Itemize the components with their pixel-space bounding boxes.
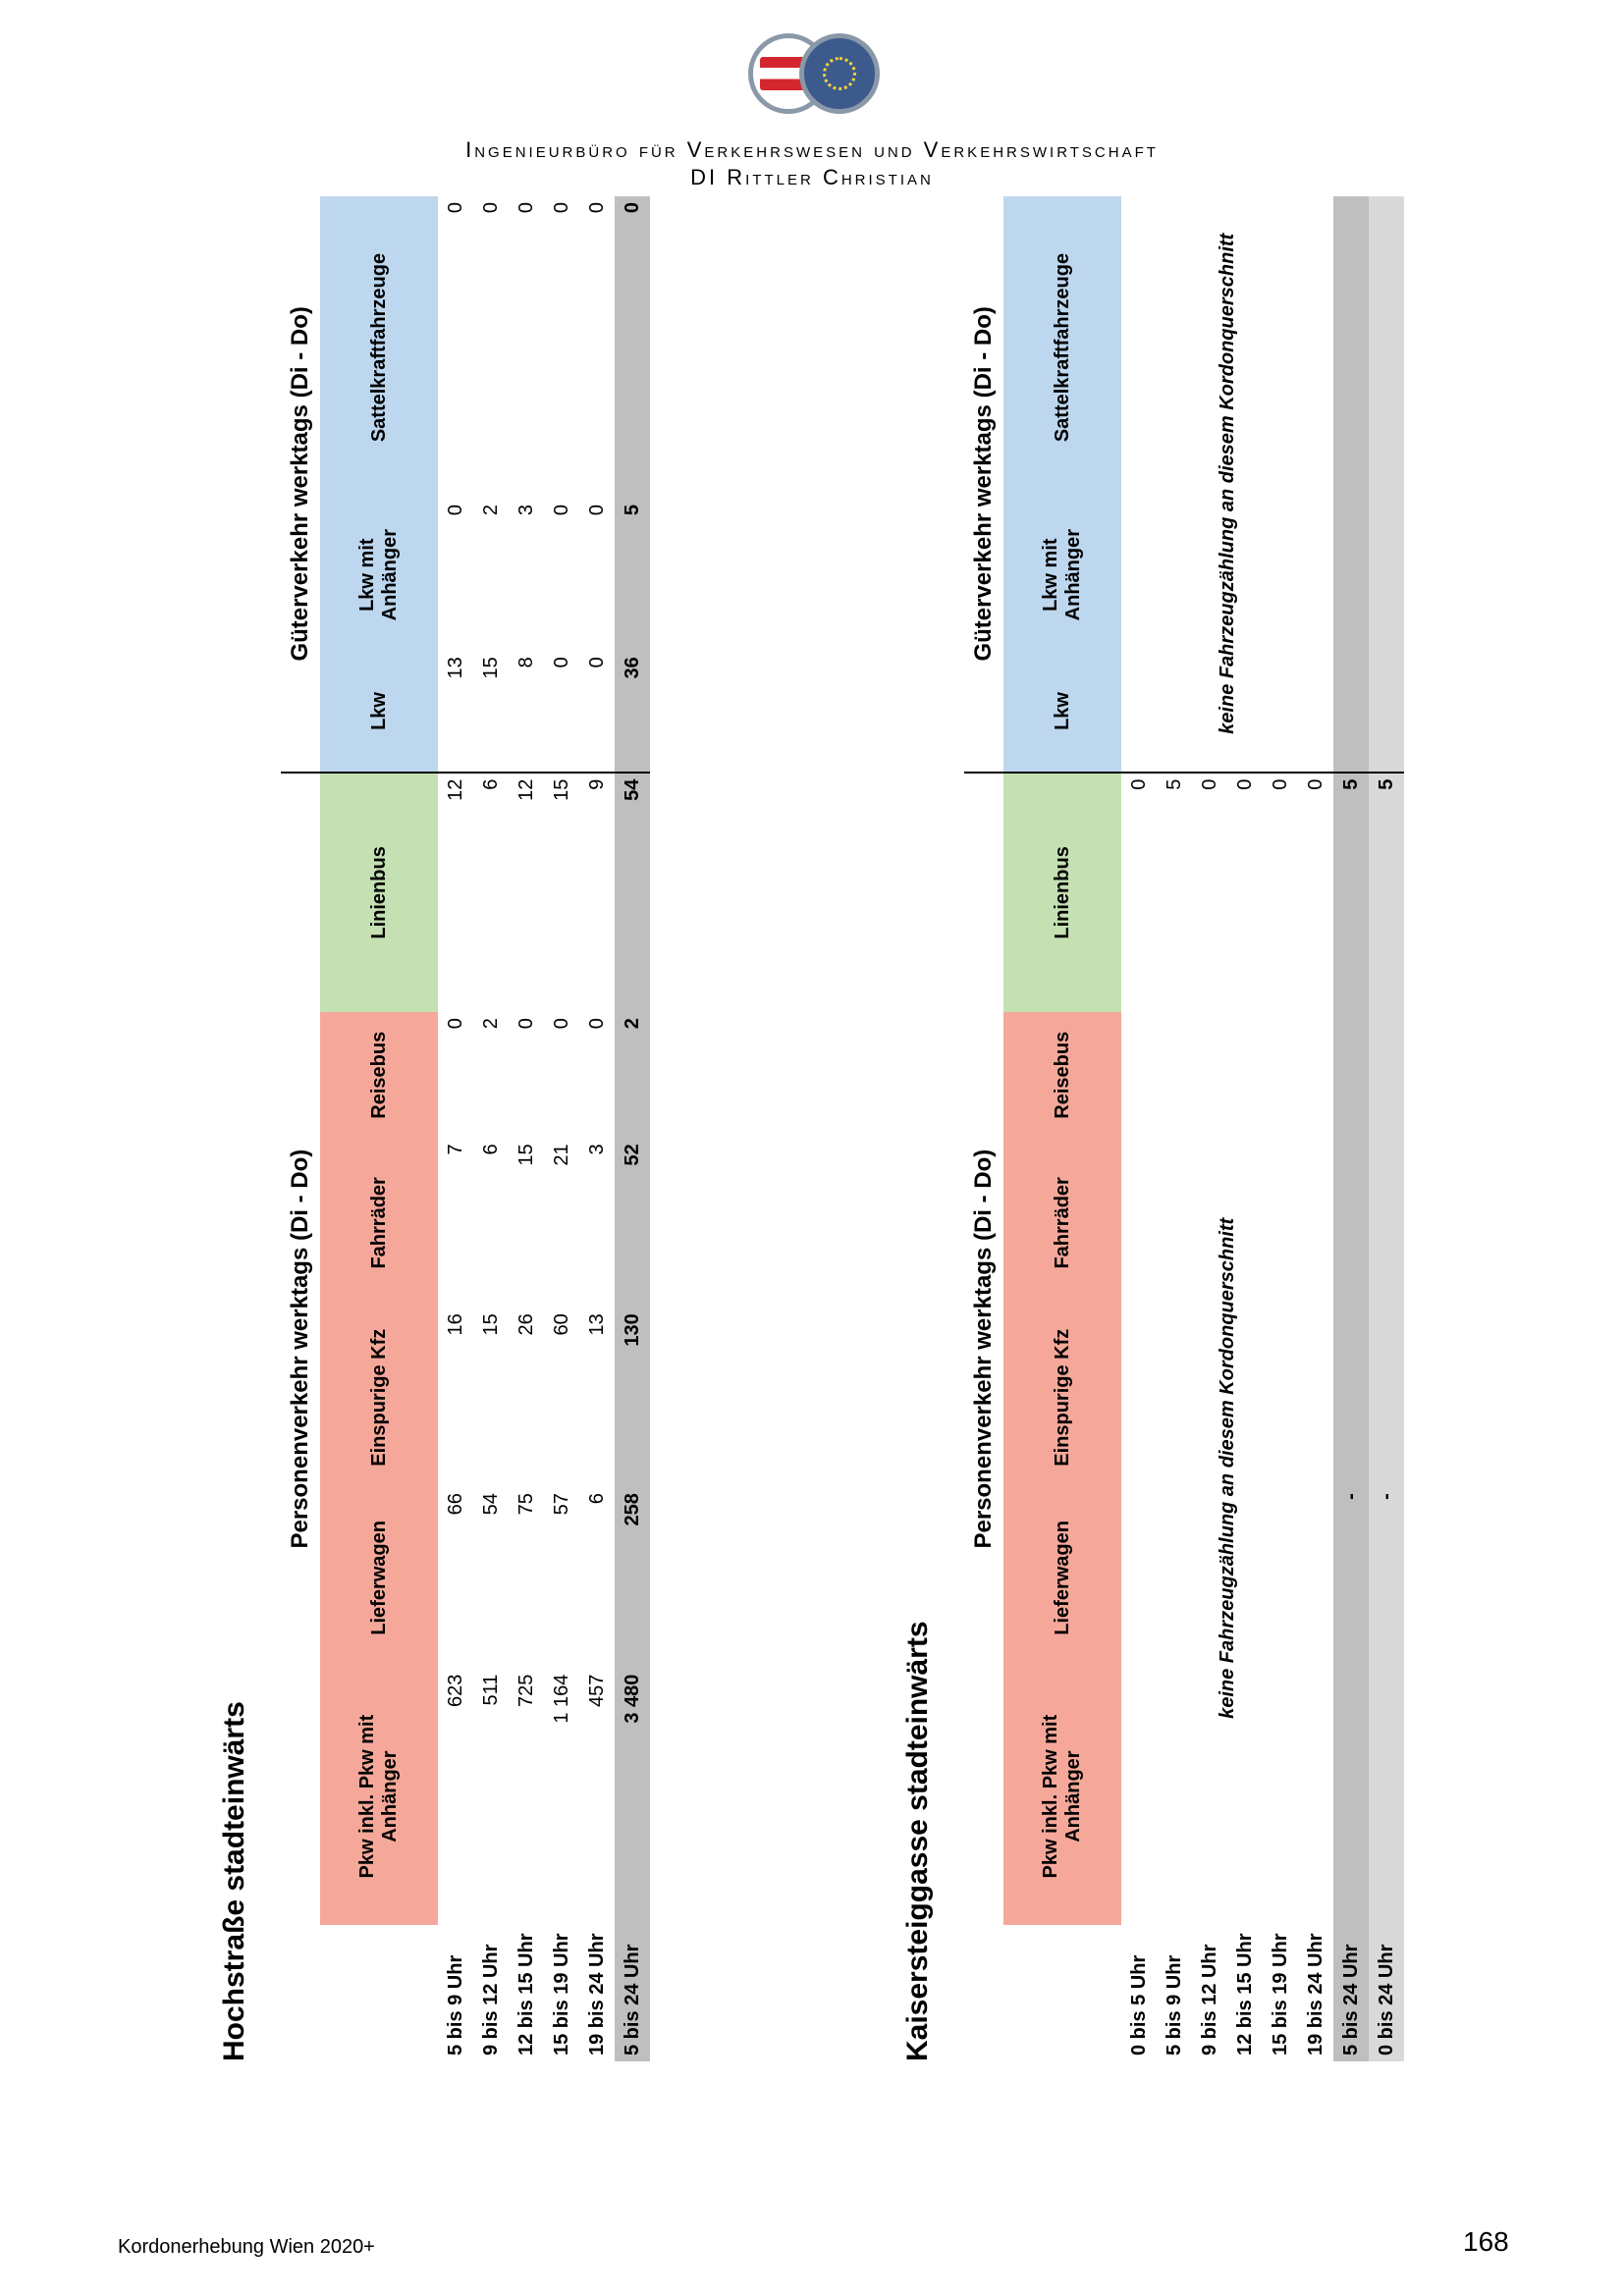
col-reisebus: Reisebus	[1003, 1012, 1121, 1139]
hochstrasse-table: Personenverkehr werktags (Di - Do) Güter…	[281, 196, 650, 2061]
col-lkw: Lkw	[320, 651, 438, 773]
hochstrasse-section: Hochstraße stadteinwärts Personenverkehr…	[218, 196, 689, 2061]
col-pkw: Pkw inkl. Pkw mit Anhänger	[320, 1668, 438, 1925]
total-row: 5 bis 24 Uhr - 5	[1333, 196, 1369, 2061]
column-header-row: Pkw inkl. Pkw mit Anhänger Lieferwagen E…	[320, 196, 438, 2061]
col-reisebus: Reisebus	[320, 1012, 438, 1139]
page-header: Ingenieurbüro für Verkehrswesen und Verk…	[0, 29, 1624, 190]
group-header-row: Personenverkehr werktags (Di - Do) Güter…	[964, 196, 1003, 2061]
note-person: keine Fahrzeugzählung an diesem Kordonqu…	[1216, 1217, 1238, 1719]
col-sattel: Sattelkraftfahrzeuge	[320, 196, 438, 500]
col-lkw: Lkw	[1003, 651, 1121, 773]
group-person: Personenverkehr werktags (Di - Do)	[970, 1148, 997, 1549]
note-gueter: keine Fahrzeugzählung an diesem Kordonqu…	[1121, 196, 1333, 773]
col-einspurige: Einspurige Kfz	[320, 1308, 438, 1488]
col-lieferwagen: Lieferwagen	[320, 1487, 438, 1669]
kaisersteiggasse-table: Personenverkehr werktags (Di - Do) Güter…	[964, 196, 1404, 2061]
col-lkw-anhaenger: Lkw mit Anhänger	[1003, 499, 1121, 652]
total-row: 0 bis 24 Uhr - 5	[1369, 196, 1404, 2061]
col-linienbus: Linienbus	[320, 772, 438, 1013]
col-fahrraeder: Fahrräder	[1003, 1138, 1121, 1308]
column-header-row: Pkw inkl. Pkw mit Anhänger Lieferwagen E…	[1003, 196, 1121, 2061]
col-lkw-anhaenger: Lkw mit Anhänger	[320, 499, 438, 652]
group-header-row: Personenverkehr werktags (Di - Do) Güter…	[281, 196, 320, 2061]
header-line2: DI Rittler Christian	[690, 165, 934, 189]
table2-title: Kaisersteiggasse stadteinwärts	[901, 1621, 934, 2061]
footer-title: Kordonerhebung Wien 2020+	[118, 2236, 375, 2258]
table-row: 0 bis 5 Uhr keine Fahrzeugzählung an die…	[1121, 196, 1333, 2061]
group-person: Personenverkehr werktags (Di - Do)	[287, 1148, 313, 1549]
header-line1: Ingenieurbüro für Verkehrswesen und Verk…	[465, 137, 1159, 162]
col-pkw: Pkw inkl. Pkw mit Anhänger	[1003, 1668, 1121, 1925]
col-lieferwagen: Lieferwagen	[1003, 1487, 1121, 1669]
group-gueter: Güterverkehr werktags (Di - Do)	[281, 196, 320, 773]
col-fahrraeder: Fahrräder	[320, 1138, 438, 1308]
company-logo	[738, 29, 886, 118]
col-linienbus: Linienbus	[1003, 772, 1121, 1013]
eu-stars-icon	[823, 57, 856, 90]
table1-title: Hochstraße stadteinwärts	[218, 1701, 250, 2061]
group-gueter: Güterverkehr werktags (Di - Do)	[964, 196, 1003, 773]
kaisersteiggasse-section: Kaisersteiggasse stadteinwärts Personenv…	[901, 196, 1404, 2061]
col-einspurige: Einspurige Kfz	[1003, 1308, 1121, 1488]
page-number: 168	[1463, 2226, 1509, 2257]
col-sattel: Sattelkraftfahrzeuge	[1003, 196, 1121, 500]
